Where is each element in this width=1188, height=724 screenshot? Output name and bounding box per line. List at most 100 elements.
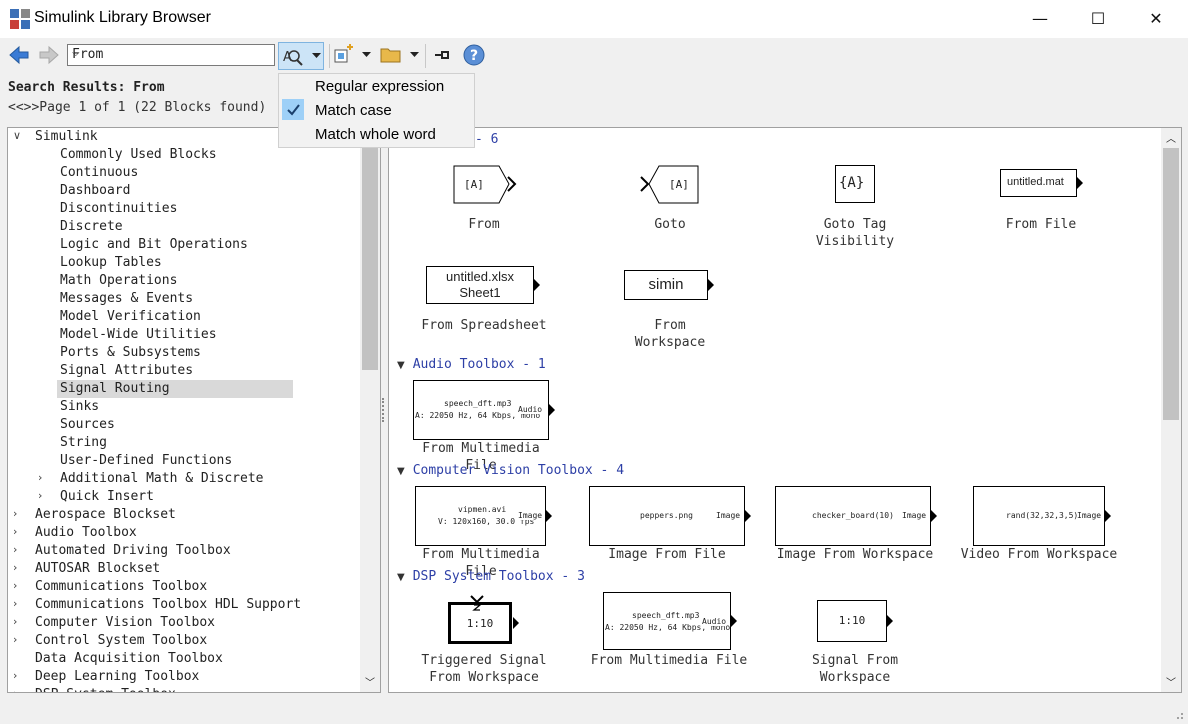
search-options-icon: A <box>283 50 303 66</box>
collapse-arrow-icon[interactable]: ▼ <box>397 572 405 583</box>
tree-item-user-defined-functions[interactable]: User-Defined Functions <box>57 452 232 470</box>
cv-from-multimedia-file-block[interactable]: vipmen.avi V: 120x160, 30.0 fps Image <box>415 486 546 546</box>
image-from-workspace-block[interactable]: checker_board(10) Image <box>775 486 931 546</box>
block-port-label: Audio <box>702 617 727 626</box>
chevron-down-icon[interactable] <box>410 52 419 58</box>
scrollbar-thumb[interactable] <box>1163 148 1179 420</box>
expand-chevron-down-icon[interactable]: ∨ <box>13 129 22 142</box>
tree-item-commonly-used-blocks[interactable]: Commonly Used Blocks <box>57 146 217 164</box>
forward-arrow-icon[interactable] <box>38 45 60 65</box>
expand-chevron-right-icon[interactable]: › <box>13 525 18 538</box>
collapse-arrow-icon[interactable]: ▼ <box>397 360 405 371</box>
tree-item-label: Aerospace Blockset <box>35 507 176 522</box>
tree-item-communications-toolbox-hdl-support[interactable]: Communications Toolbox HDL Support <box>32 596 301 614</box>
expand-chevron-right-icon[interactable]: › <box>13 687 17 692</box>
goto-block[interactable] <box>639 165 701 205</box>
menu-item-match-whole-word[interactable]: Match whole word <box>315 126 436 143</box>
tree-item-label: Commonly Used Blocks <box>60 147 217 162</box>
tree-item-model-wide-utilities[interactable]: Model-Wide Utilities <box>57 326 217 344</box>
group-header-simulink[interactable]: - 6 <box>475 132 499 147</box>
tree-item-aerospace-blockset[interactable]: Aerospace Blockset <box>32 506 176 524</box>
chevron-down-icon[interactable]: ⌵ <box>72 48 80 59</box>
from-file-block[interactable]: untitled.mat <box>1000 169 1077 197</box>
tree-item-communications-toolbox[interactable]: Communications Toolbox <box>32 578 207 596</box>
expand-chevron-right-icon[interactable]: › <box>13 561 18 574</box>
expand-chevron-right-icon[interactable]: › <box>13 597 18 610</box>
vertical-scrollbar[interactable]: ︿ ﹀ <box>1161 128 1181 692</box>
dsp-from-multimedia-file-block[interactable]: speech_dft.mp3 A: 22050 Hz, 64 Kbps, mon… <box>603 592 731 650</box>
image-from-file-block[interactable]: peppers.png Image <box>589 486 745 546</box>
tree-vertical-scrollbar[interactable]: ﹀ <box>360 128 380 692</box>
pane-splitter[interactable] <box>382 398 388 422</box>
tree-item-additional-math-discrete[interactable]: Additional Math & Discrete <box>57 470 264 488</box>
expand-chevron-right-icon[interactable]: › <box>13 669 18 682</box>
menu-item-regular-expression[interactable]: Regular expression <box>315 78 445 95</box>
new-model-icon[interactable] <box>333 44 355 66</box>
scroll-down-icon[interactable]: ﹀ <box>365 678 375 689</box>
tree-item-signal-routing[interactable]: Signal Routing <box>57 380 293 398</box>
tree-item-discrete[interactable]: Discrete <box>57 218 123 236</box>
chevron-down-icon[interactable] <box>362 52 371 58</box>
expand-chevron-right-icon[interactable]: › <box>13 507 18 520</box>
block-port-label: Image <box>1077 511 1102 520</box>
tree-item-dsp-system-toolbox[interactable]: DSP System Toolbox <box>32 686 176 692</box>
tree-item-autosar-blockset[interactable]: AUTOSAR Blockset <box>32 560 160 578</box>
expand-chevron-right-icon[interactable]: › <box>13 615 18 628</box>
scroll-down-icon[interactable]: ﹀ <box>1166 678 1176 689</box>
video-from-workspace-block[interactable]: rand(32,32,3,5) Image <box>973 486 1105 546</box>
scrollbar-thumb[interactable] <box>362 132 378 370</box>
tree-item-lookup-tables[interactable]: Lookup Tables <box>57 254 162 272</box>
expand-chevron-right-icon[interactable]: › <box>13 543 18 556</box>
search-input[interactable]: From ⌵ <box>67 44 275 66</box>
group-header-computer-vision-toolbox[interactable]: ▼Computer Vision Toolbox - 4 <box>397 463 624 478</box>
expand-chevron-right-icon[interactable]: › <box>38 489 43 502</box>
tree-item-sources[interactable]: Sources <box>57 416 115 434</box>
tree-item-automated-driving-toolbox[interactable]: Automated Driving Toolbox <box>32 542 231 560</box>
close-button[interactable]: ✕ <box>1149 9 1163 28</box>
menu-item-match-case[interactable]: Match case <box>315 102 392 119</box>
tree-item-control-system-toolbox[interactable]: Control System Toolbox <box>32 632 207 650</box>
audio-from-multimedia-file-block[interactable]: speech_dft.mp3 A: 22050 Hz, 64 Kbps, mon… <box>413 380 549 440</box>
tree-item-data-acquisition-toolbox[interactable]: Data Acquisition Toolbox <box>32 650 223 668</box>
group-header-audio-toolbox[interactable]: ▼Audio Toolbox - 1 <box>397 357 546 372</box>
tree-item-label: Math Operations <box>60 273 178 288</box>
tree-item-model-verification[interactable]: Model Verification <box>57 308 201 326</box>
tree-item-quick-insert[interactable]: Quick Insert <box>57 488 154 506</box>
pin-icon[interactable] <box>433 47 451 63</box>
tree-item-deep-learning-toolbox[interactable]: Deep Learning Toolbox <box>32 668 199 686</box>
signal-from-workspace-block[interactable]: 1:10 <box>817 600 887 642</box>
tree-item-label: Audio Toolbox <box>35 525 137 540</box>
from-spreadsheet-block[interactable]: untitled.xlsx Sheet1 <box>426 266 534 304</box>
tree-item-label: Discrete <box>60 219 123 234</box>
group-header-dsp-system-toolbox[interactable]: ▼DSP System Toolbox - 3 <box>397 569 585 584</box>
search-options-button[interactable]: A <box>278 42 324 70</box>
tree-item-dashboard[interactable]: Dashboard <box>57 182 130 200</box>
tree-item-continuous[interactable]: Continuous <box>57 164 138 182</box>
goto-tag-visibility-block[interactable]: {A} <box>835 165 875 203</box>
minimize-button[interactable]: — <box>1032 9 1048 28</box>
tree-item-computer-vision-toolbox[interactable]: Computer Vision Toolbox <box>32 614 215 632</box>
tree-item-math-operations[interactable]: Math Operations <box>57 272 177 290</box>
tree-item-sinks[interactable]: Sinks <box>57 398 99 416</box>
tree-item-logic-and-bit-operations[interactable]: Logic and Bit Operations <box>57 236 248 254</box>
tree-item-simulink[interactable]: Simulink <box>32 128 98 146</box>
tree-item-string[interactable]: String <box>57 434 107 452</box>
tree-item-ports-subsystems[interactable]: Ports & Subsystems <box>57 344 201 362</box>
open-folder-icon[interactable] <box>380 45 404 65</box>
tree-item-signal-attributes[interactable]: Signal Attributes <box>57 362 193 380</box>
scroll-up-icon[interactable]: ︿ <box>1166 134 1176 145</box>
back-arrow-icon[interactable] <box>8 45 30 65</box>
tree-item-audio-toolbox[interactable]: Audio Toolbox <box>32 524 137 542</box>
maximize-button[interactable]: ☐ <box>1090 9 1106 28</box>
collapse-arrow-icon[interactable]: ▼ <box>397 466 405 477</box>
expand-chevron-right-icon[interactable]: › <box>13 579 18 592</box>
expand-chevron-right-icon[interactable]: › <box>38 471 43 484</box>
expand-chevron-right-icon[interactable]: › <box>13 633 18 646</box>
from-block[interactable] <box>453 165 517 205</box>
tree-item-messages-events[interactable]: Messages & Events <box>57 290 193 308</box>
triggered-signal-block[interactable]: 1:10 <box>448 602 512 644</box>
resize-grip-icon[interactable] <box>1172 708 1184 720</box>
from-workspace-block[interactable]: simin <box>624 270 708 300</box>
help-icon[interactable]: ? <box>463 44 485 66</box>
tree-item-discontinuities[interactable]: Discontinuities <box>57 200 177 218</box>
